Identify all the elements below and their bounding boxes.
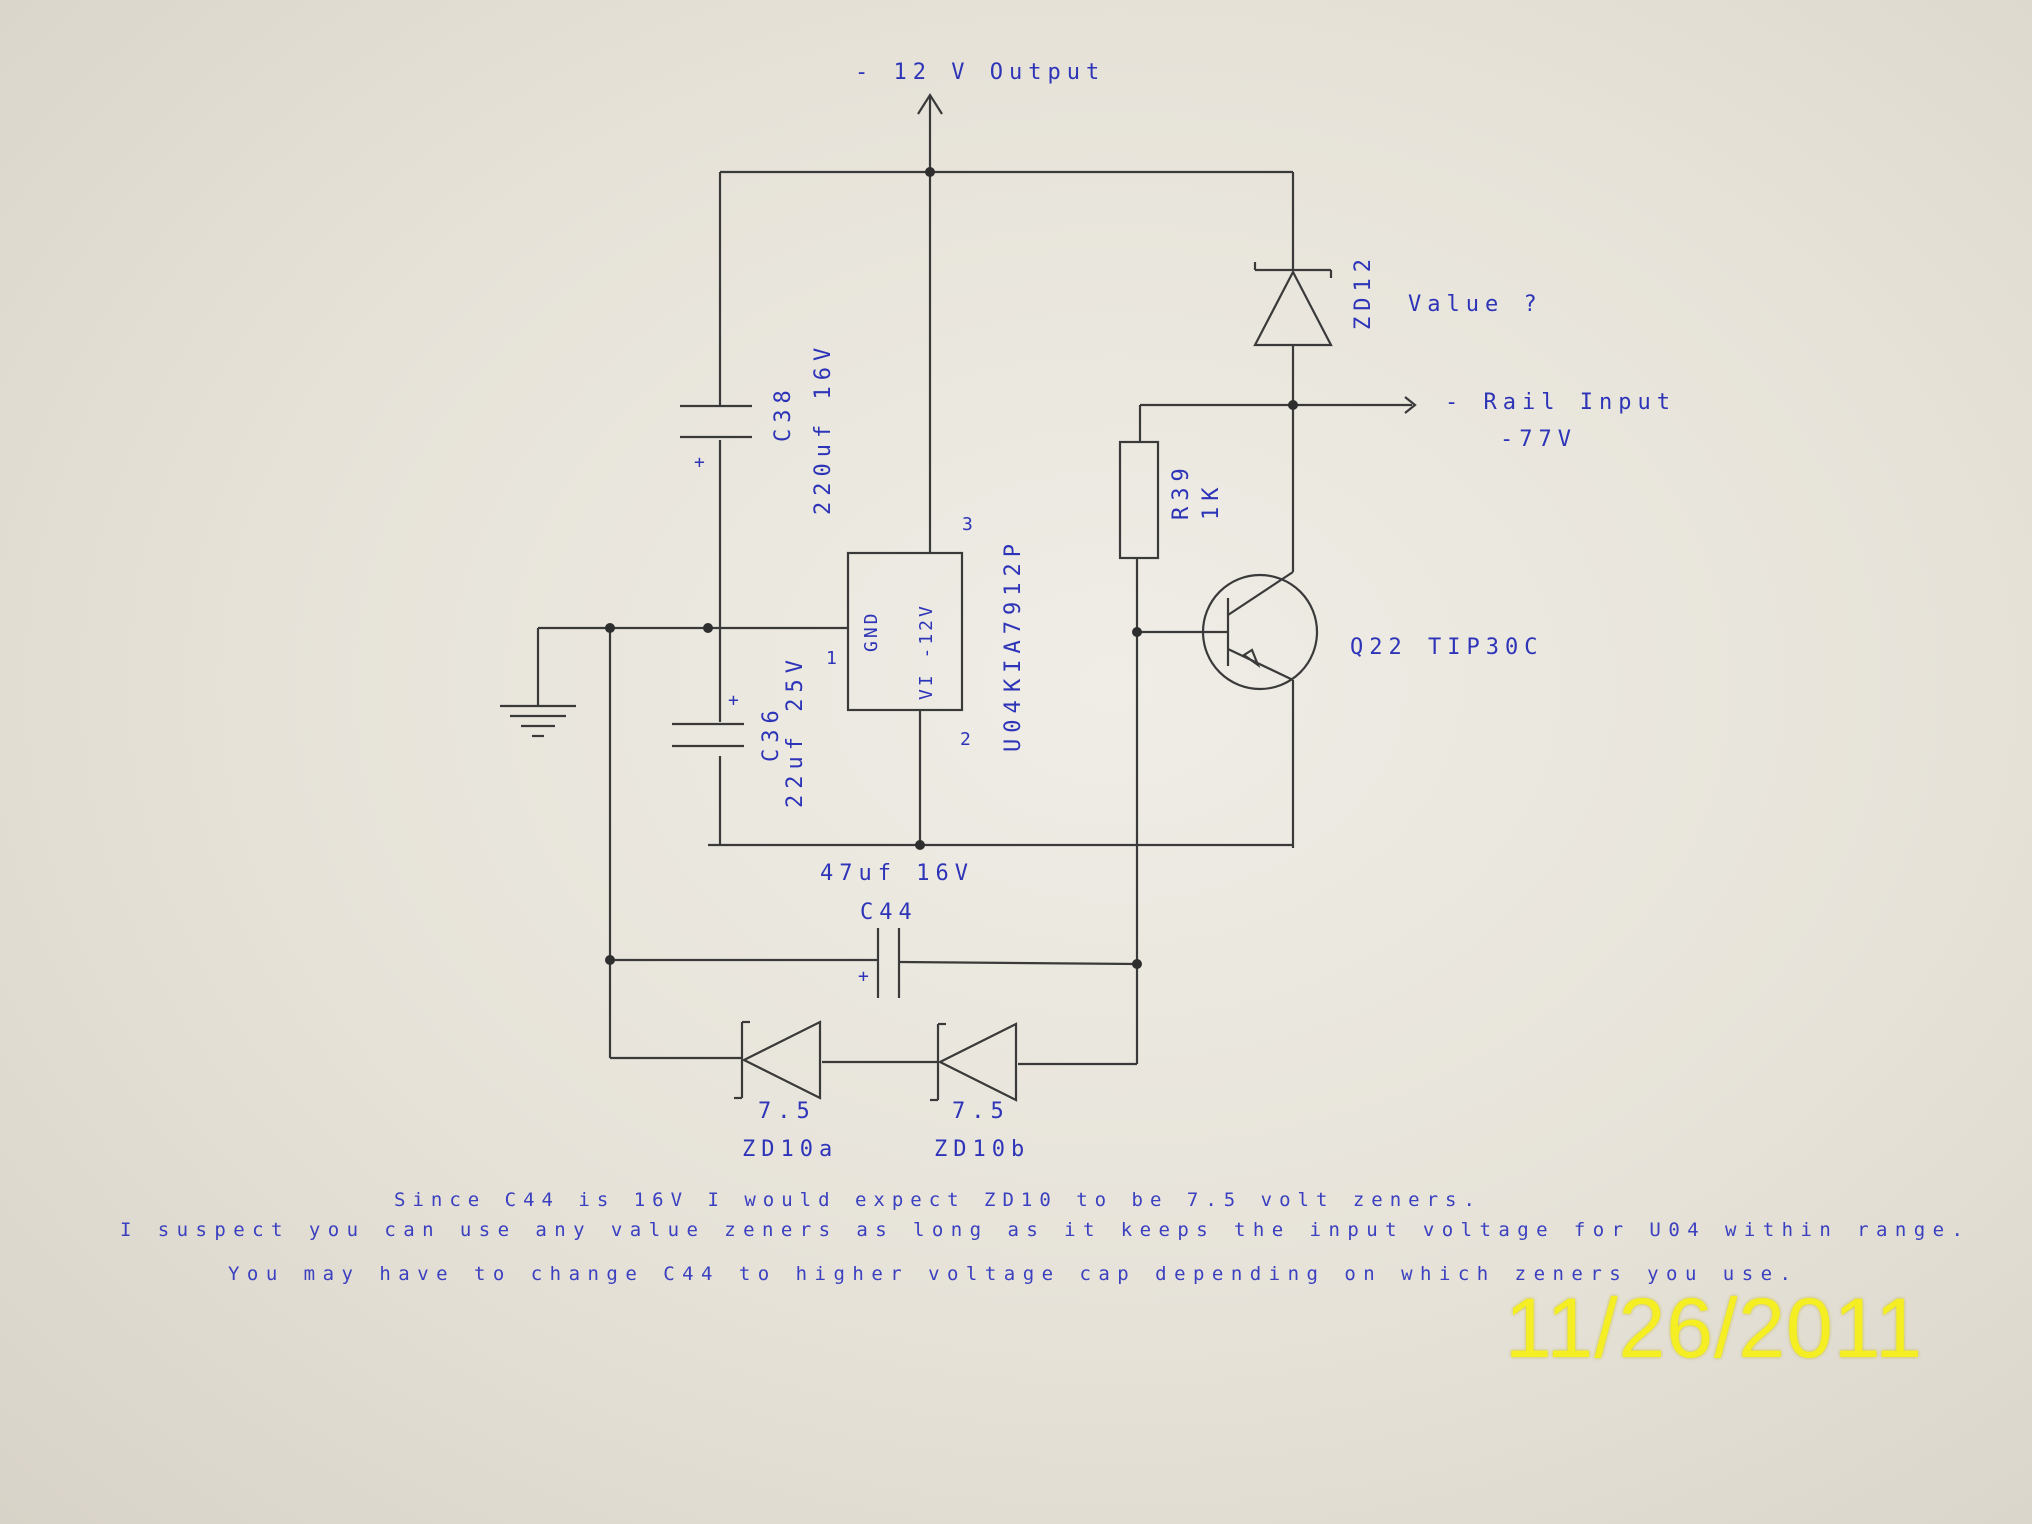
c38-polarity: + (694, 452, 705, 473)
note-line-2: I suspect you can use any value zeners a… (120, 1219, 1970, 1241)
zd12-ref: ZD12 (1351, 253, 1376, 330)
zener-zd10b: 7.5 ZD10b (930, 1022, 1030, 1162)
capacitor-c36: + C36 22uf 25V (672, 654, 808, 808)
zd10b-value: 7.5 (952, 1099, 1010, 1124)
note-line-1: Since C44 is 16V I would expect ZD10 to … (394, 1189, 1482, 1211)
zd12-value: Value ? (1408, 292, 1543, 317)
c44-value: 47uf 16V (820, 861, 974, 886)
u04-gnd-pin-label: GND (861, 610, 882, 652)
camera-date-stamp: 11/26/2011 (1505, 1281, 1923, 1375)
zener-zd12: ZD12 Value ? (1253, 253, 1543, 347)
resistor-r39: R39 1K (1118, 440, 1224, 560)
c44-polarity: + (858, 966, 869, 987)
note-line-3: You may have to change C44 to higher vol… (228, 1263, 1798, 1285)
wires (536, 92, 1417, 1066)
c38-value: 220uf 16V (811, 342, 836, 515)
r39-ref: R39 (1169, 462, 1194, 520)
c38-ref: C38 (771, 384, 796, 442)
capacitor-c38: + C38 220uf 16V (680, 342, 836, 515)
ground-symbol (500, 704, 576, 738)
regulator-u04: GND VI -12V 1 2 3 U04 KIA7912P (826, 514, 1026, 752)
zd10a-value: 7.5 (758, 1099, 816, 1124)
rail-voltage-label: -77V (1500, 427, 1577, 452)
c36-polarity: + (728, 690, 739, 711)
u04-part: KIA7912P (1001, 538, 1026, 692)
c36-ref: C36 (759, 704, 784, 762)
q22-ref: Q22 (1350, 635, 1408, 660)
transistor-q22: Q22 TIP30C (1201, 571, 1543, 691)
c44-ref: C44 (860, 900, 918, 925)
capacitor-c44: + C44 47uf 16V (820, 861, 974, 998)
notes: Since C44 is 16V I would expect ZD10 to … (120, 1189, 1970, 1285)
q22-part: TIP30C (1428, 635, 1543, 660)
r39-value: 1K (1199, 482, 1224, 521)
zd10b-ref: ZD10b (934, 1137, 1030, 1162)
u04-pin-3: 3 (962, 514, 973, 535)
junction-dots (605, 167, 1298, 969)
zener-zd10a: 7.5 ZD10a (734, 1020, 838, 1162)
c36-value: 22uf 25V (783, 654, 808, 808)
u04-ref: U04 (1001, 694, 1026, 752)
output-label: - 12 V Output (855, 60, 1105, 85)
u04-pin-2: 2 (960, 729, 971, 750)
rail-input-label: - Rail Input (1445, 390, 1676, 415)
zd10a-ref: ZD10a (742, 1137, 838, 1162)
u04-vi-pin-label: VI -12V (916, 603, 937, 700)
u04-pin-1: 1 (826, 648, 837, 669)
